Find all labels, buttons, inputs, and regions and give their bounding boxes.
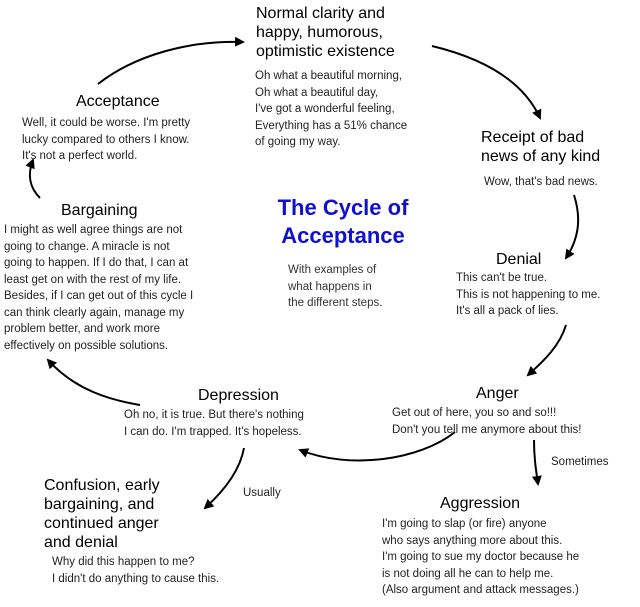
arrow-bargaining-to-acceptance bbox=[25, 158, 41, 199]
stage-bargaining-example: I might as well agree things are not goi… bbox=[4, 224, 194, 352]
arrow-depression-to-bargaining bbox=[46, 358, 141, 406]
stage-confusion-title: Confusion, early bargaining, and continu… bbox=[44, 477, 160, 551]
stage-confusion-example: Why did this happen to me? I didn't do a… bbox=[52, 556, 220, 585]
diagram-subtitle: With examples of what happens in the dif… bbox=[288, 264, 383, 309]
arrow-normal-to-receipt bbox=[431, 45, 542, 120]
diagram-title: The Cycle of Acceptance bbox=[277, 195, 409, 248]
stage-normal: Normal clarity and happy, humorous, opti… bbox=[256, 4, 456, 61]
arrow-receipt-to-denial bbox=[564, 194, 580, 260]
stage-denial-title: Denial bbox=[496, 251, 542, 268]
stage-depression-example: Oh no, it is true. But there's nothing I… bbox=[124, 409, 304, 438]
connector-label-sometimes: Sometimes bbox=[551, 456, 609, 468]
arrow-depression-to-confusion bbox=[203, 447, 245, 510]
stage-receipt-example: Wow, that's bad news. bbox=[484, 176, 598, 188]
arrow-acceptance-to-normal bbox=[97, 36, 245, 85]
stage-acceptance-title: Acceptance bbox=[76, 93, 160, 110]
stage-normal-example: Oh what a beautiful morning, Oh what a b… bbox=[255, 70, 408, 148]
stage-anger-example: Get out of here, you so and so!!! Don't … bbox=[392, 407, 582, 436]
stage-bargaining-title: Bargaining bbox=[61, 202, 138, 219]
stage-normal-title: Normal clarity and happy, humorous, opti… bbox=[256, 5, 395, 60]
stage-acceptance-example: Well, it could be worse. I'm pretty luck… bbox=[22, 117, 191, 162]
arrow-anger-to-aggression bbox=[531, 439, 542, 486]
connector-label-usually: Usually bbox=[243, 487, 281, 499]
arrow-anger-to-depression bbox=[298, 431, 456, 462]
arrow-denial-to-anger bbox=[526, 324, 567, 377]
stage-receipt-title: Receipt of bad news of any kind bbox=[481, 129, 601, 165]
stage-anger-title: Anger bbox=[476, 385, 519, 402]
stage-aggression-example: I'm going to slap (or fire) anyone who s… bbox=[382, 518, 580, 596]
stage-denial-example: This can't be true. This is not happenin… bbox=[456, 272, 601, 317]
stage-aggression-title: Aggression bbox=[440, 495, 521, 512]
stage-depression-title: Depression bbox=[198, 387, 279, 404]
